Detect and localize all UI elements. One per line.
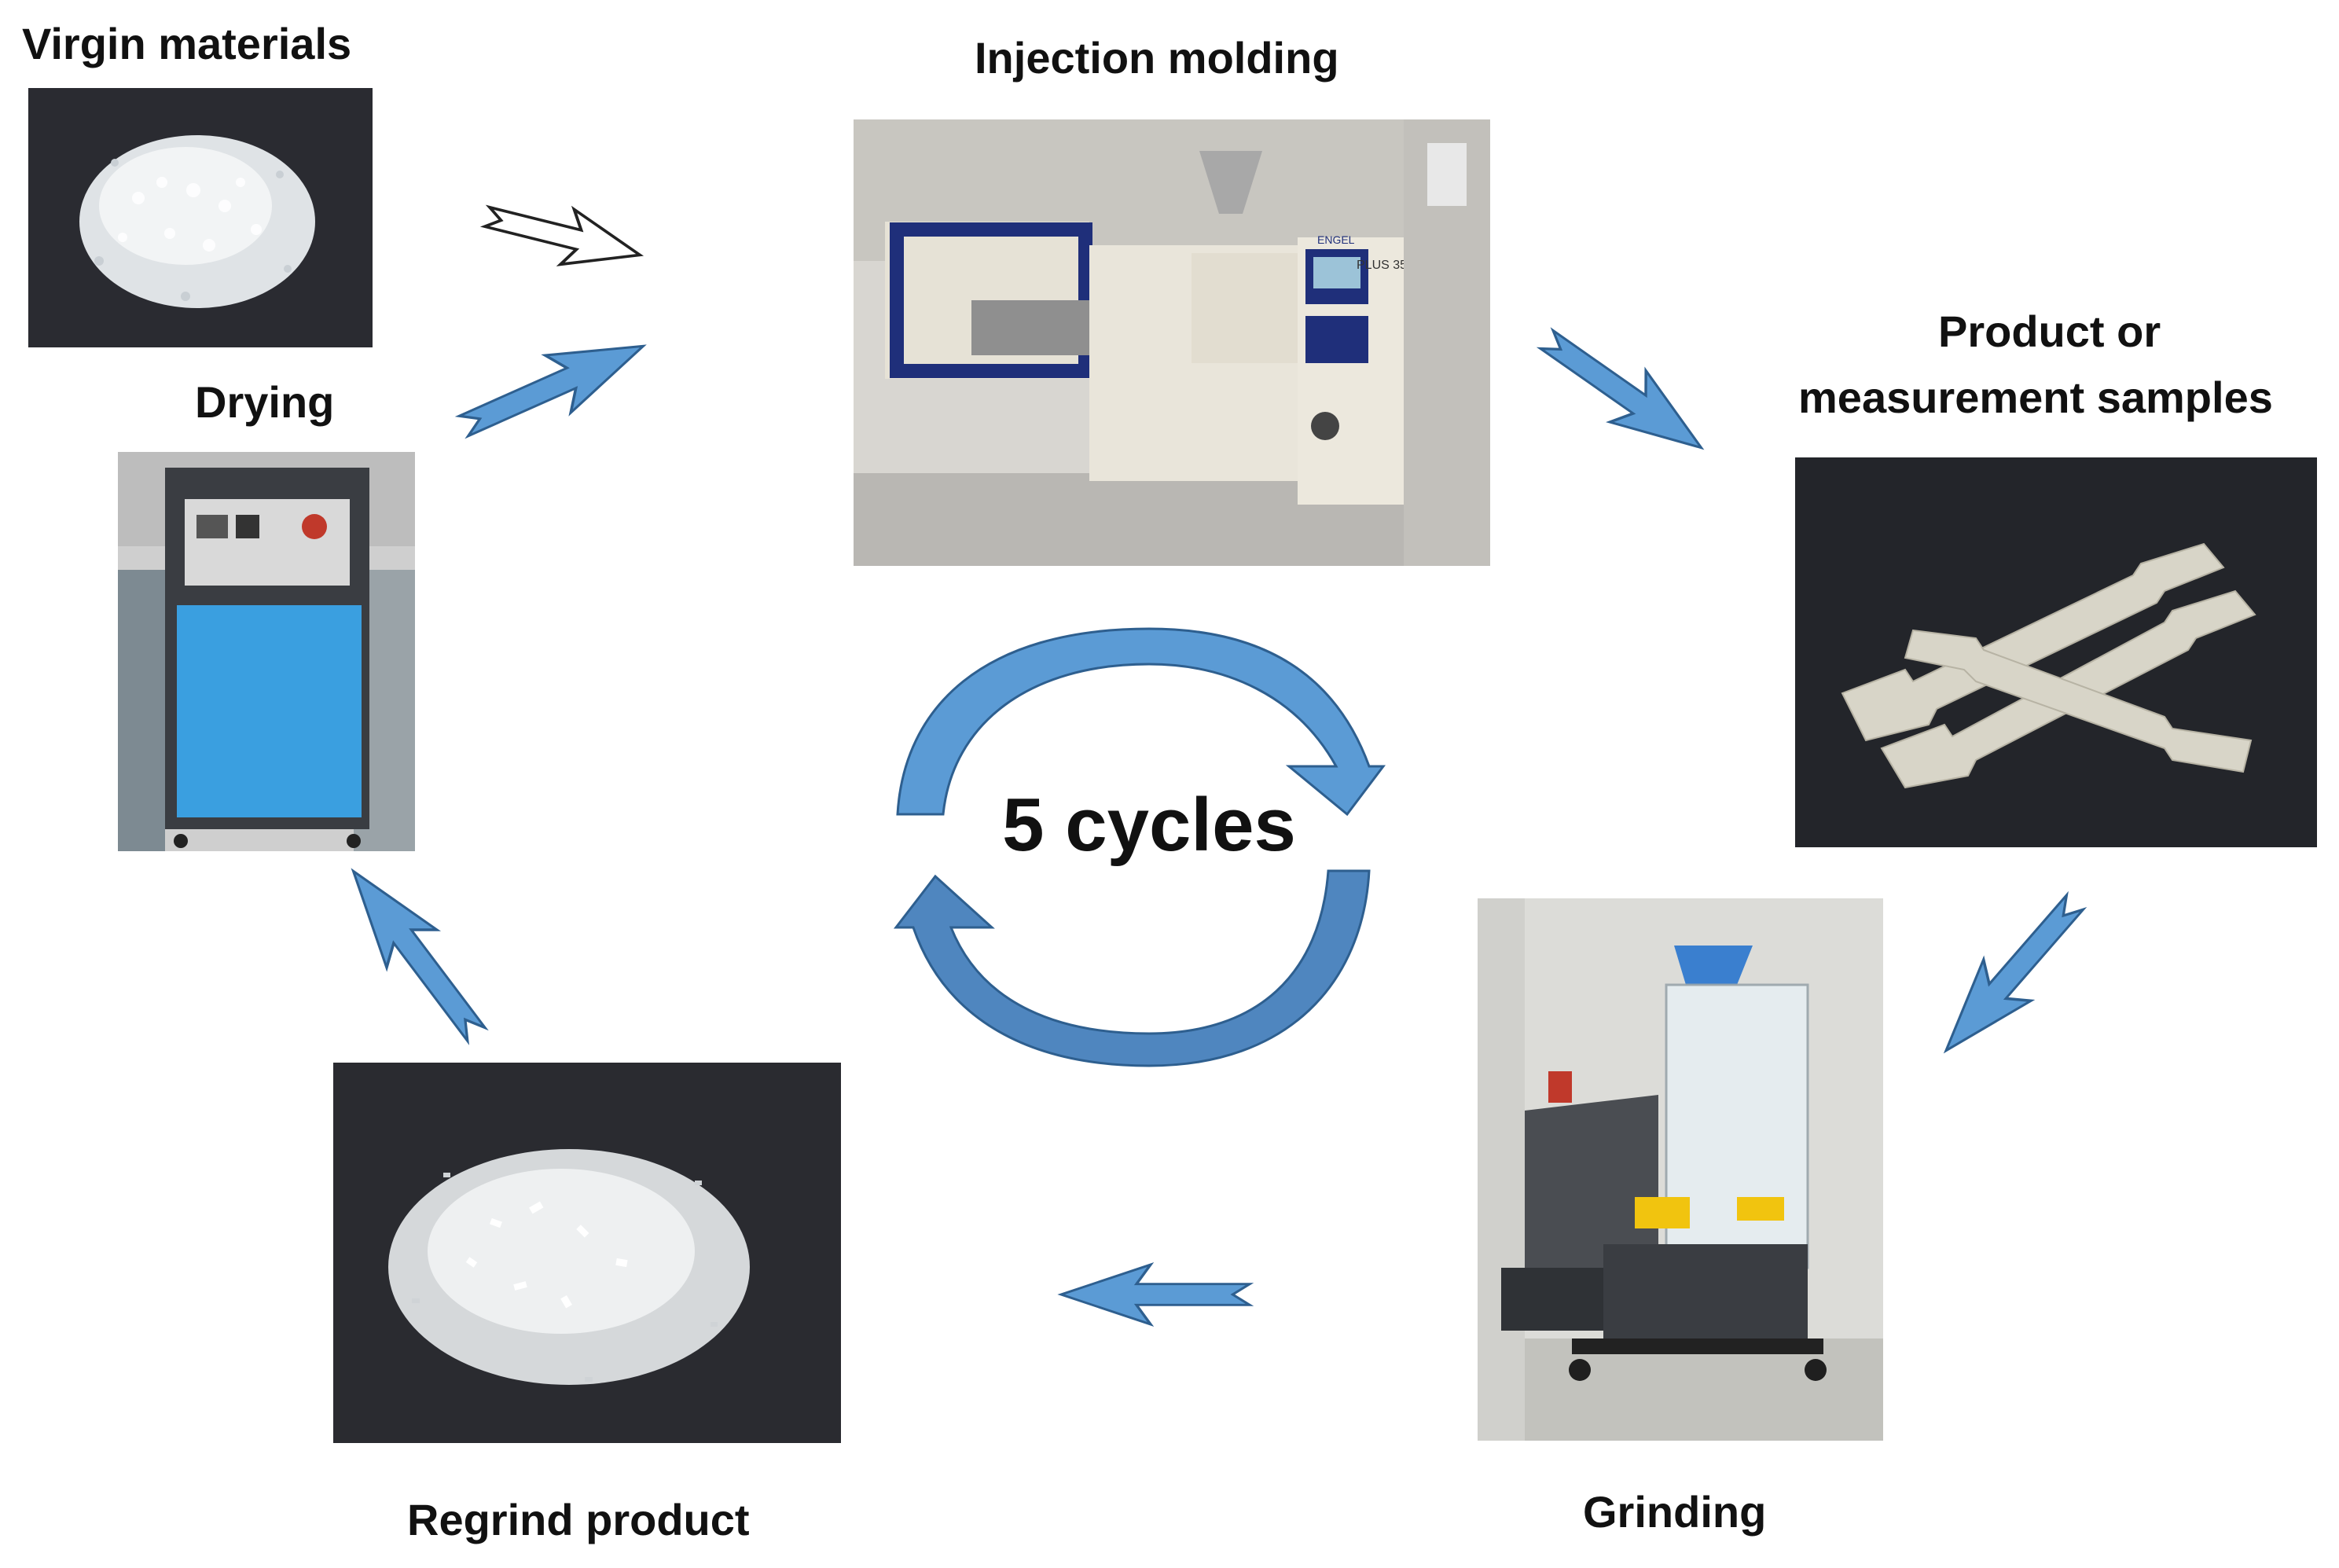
grinding-machine-photo [1478,898,1883,1441]
injection-model-text: PLUS 35 [1357,259,1407,272]
label-regrind-product: Regrind product [407,1495,750,1544]
injection-brand-text: ENGEL [1317,233,1355,246]
label-product-line1: Product or [1938,307,2161,356]
virgin-pellets-photo [28,88,373,347]
arrow-drying-to-injection [449,315,658,457]
regrind-flakes-photo [333,1063,841,1443]
label-product-line2: measurement samples [1798,373,2273,422]
cycle-count-label: 5 cycles [1002,783,1296,867]
label-injection-molding: Injection molding [975,33,1339,83]
cycle-arrows-icon [893,627,1386,1067]
drying-machine-photo [118,452,415,851]
label-virgin-materials: Virgin materials [22,19,352,68]
arrow-regrind-to-drying [326,850,503,1055]
product-samples-photo [1795,457,2317,847]
arrow-injection-to-product [1527,312,1721,476]
label-drying: Drying [195,377,335,427]
arrow-product-to-grinding [1921,880,2100,1073]
cycle-arrow-top [896,627,1386,817]
hollow-arrow-virgin-to-injection [479,188,648,285]
label-grinding: Grinding [1583,1487,1767,1537]
arrow-grinding-to-regrind [1059,1263,1251,1326]
injection-molding-photo: ENGEL PLUS 35 [854,119,1490,566]
cycle-arrow-bottom [893,869,1371,1067]
